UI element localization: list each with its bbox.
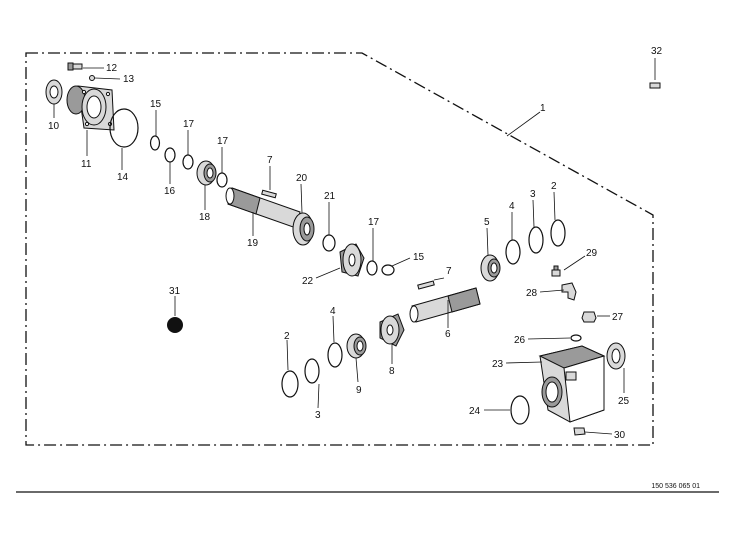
part-23-gearbox-housing xyxy=(538,345,606,423)
label-part-17-second: 17 xyxy=(217,136,229,147)
part-4-ring-right xyxy=(505,239,521,265)
part-7-key-upper xyxy=(261,189,277,199)
part-21-ring xyxy=(322,234,336,252)
label-part-14: 14 xyxy=(117,172,129,183)
label-part-4-lower: 4 xyxy=(330,306,336,317)
label-part-26: 26 xyxy=(514,335,526,346)
assembly-boundary xyxy=(25,52,654,446)
label-part-2-lower: 2 xyxy=(284,331,290,342)
label-part-15-upper: 15 xyxy=(150,99,162,110)
part-19-shaft xyxy=(225,187,301,229)
label-part-17-first: 17 xyxy=(183,119,195,130)
label-part-18: 18 xyxy=(199,212,211,223)
label-part-4-upper: 4 xyxy=(509,201,515,212)
part-17-ring-upper xyxy=(182,154,194,170)
label-part-15-lower: 15 xyxy=(413,252,425,263)
part-31-grease-dot xyxy=(167,317,183,333)
label-part-22: 22 xyxy=(302,276,314,287)
label-part-11: 11 xyxy=(81,159,92,170)
part-30-plug xyxy=(573,427,586,436)
label-part-3-lower: 3 xyxy=(315,410,321,421)
label-part-7-lower: 7 xyxy=(446,266,452,277)
part-14-o-ring xyxy=(109,108,139,148)
label-part-21: 21 xyxy=(324,191,336,202)
label-part-1: 1 xyxy=(540,103,546,114)
part-3-ring-lower xyxy=(304,358,320,384)
label-part-31: 31 xyxy=(169,286,181,297)
label-part-6: 6 xyxy=(445,329,451,340)
part-18-bearing xyxy=(196,160,217,186)
label-part-2-upper: 2 xyxy=(551,181,557,192)
label-part-7-upper: 7 xyxy=(267,155,273,166)
label-part-28: 28 xyxy=(526,288,538,299)
part-20-bearing xyxy=(292,212,315,246)
part-4-ring-lower xyxy=(327,342,343,368)
part-17-ring-second xyxy=(216,172,228,188)
part-26-washer xyxy=(570,334,582,342)
label-part-27: 27 xyxy=(612,312,624,323)
part-11-flange-housing xyxy=(66,85,115,131)
label-part-3-upper: 3 xyxy=(530,189,536,200)
part-9-bearing xyxy=(346,333,367,359)
label-part-16: 16 xyxy=(164,186,176,197)
part-16-ring xyxy=(164,147,176,163)
part-27-plug xyxy=(581,311,597,323)
label-part-24: 24 xyxy=(469,406,481,417)
part-29-breather xyxy=(551,265,561,277)
label-part-17-third: 17 xyxy=(368,217,380,228)
label-part-9: 9 xyxy=(356,385,362,396)
label-part-32: 32 xyxy=(651,46,663,57)
part-6-shaft xyxy=(409,287,481,323)
leader-lines xyxy=(53,58,656,435)
part-13-washer xyxy=(89,75,95,81)
label-part-29: 29 xyxy=(586,248,598,259)
label-part-13: 13 xyxy=(123,74,135,85)
part-10-seal xyxy=(45,79,63,105)
part-7-key-lower xyxy=(417,280,435,290)
part-24-o-ring xyxy=(510,395,530,425)
label-part-30: 30 xyxy=(614,430,626,441)
part-3-ring-right xyxy=(528,226,544,254)
part-2-circlip-lower xyxy=(281,370,299,398)
label-part-20: 20 xyxy=(296,173,308,184)
label-part-25: 25 xyxy=(618,396,630,407)
part-12-screw xyxy=(67,62,83,71)
label-part-5: 5 xyxy=(484,217,490,228)
label-part-12: 12 xyxy=(106,63,118,74)
part-17-ring-third xyxy=(366,260,378,276)
label-part-19: 19 xyxy=(247,238,259,249)
part-8-bevel-gear xyxy=(379,313,405,347)
part-5-bearing xyxy=(480,254,501,282)
part-28-elbow xyxy=(561,282,577,301)
part-15-circlip-second xyxy=(381,264,395,276)
part-32-cap xyxy=(649,82,661,89)
label-part-8: 8 xyxy=(389,366,395,377)
part-22-bevel-gear xyxy=(339,243,365,277)
label-part-10: 10 xyxy=(48,121,60,132)
document-number: 150 536 065 01 xyxy=(651,483,700,490)
part-15-circlip xyxy=(149,135,161,151)
label-part-23: 23 xyxy=(492,359,504,370)
part-25-seal xyxy=(606,342,626,370)
part-2-circlip-right xyxy=(550,219,566,247)
